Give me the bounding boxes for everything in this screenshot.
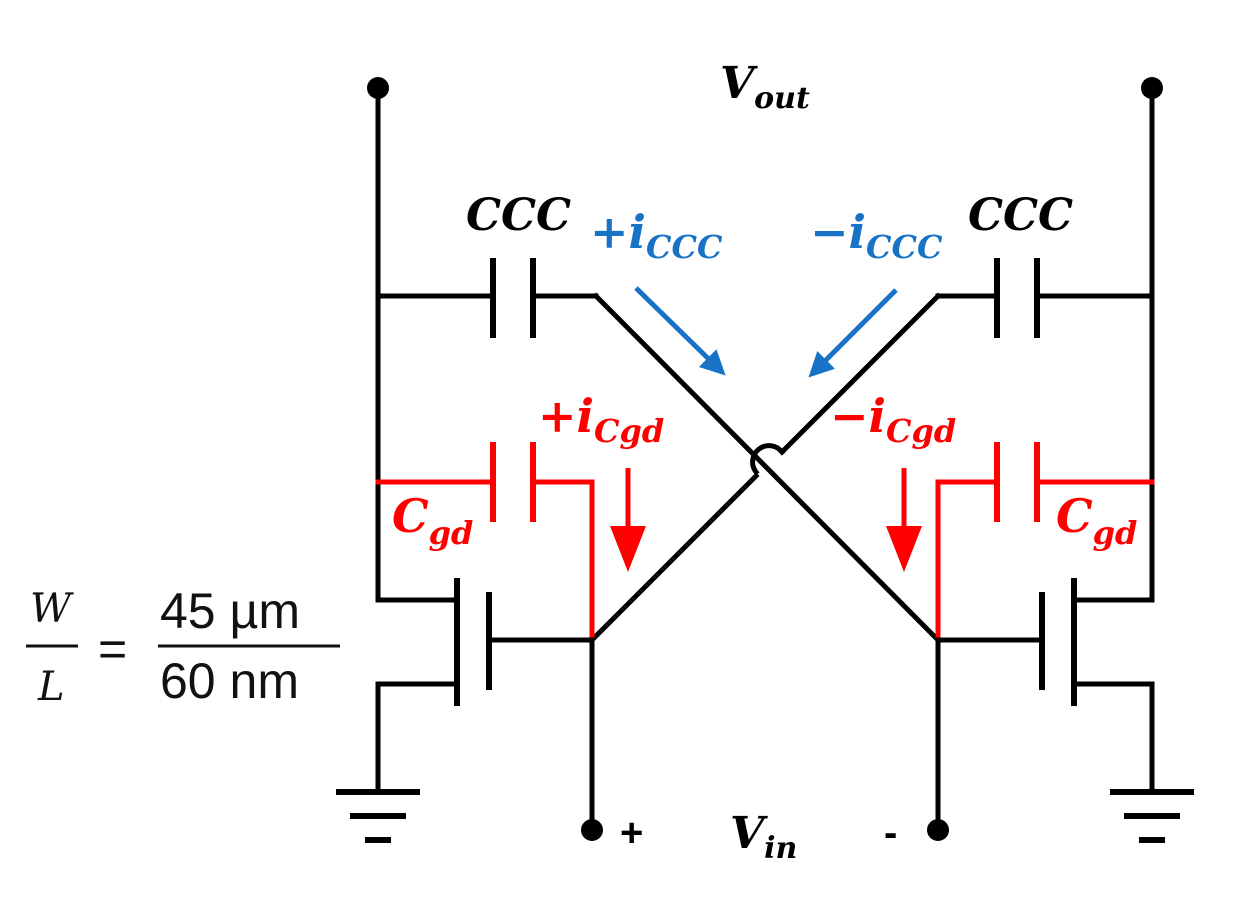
wl-ratio: W L = 45 µm 60 nm <box>26 583 340 710</box>
neg-iccc-arrow-icon <box>808 288 898 378</box>
ratio-l: L <box>37 664 65 710</box>
vin-minus-sign: - <box>884 811 897 855</box>
ccc-current-arrows <box>634 286 898 378</box>
left-transistor <box>375 578 595 793</box>
ratio-numerator: 45 µm <box>160 583 300 639</box>
ratio-equals: = <box>98 621 127 677</box>
pos-icgd-label: +iCgd <box>538 389 664 450</box>
right-transistor <box>935 578 1155 793</box>
input-wires <box>581 637 949 841</box>
ratio-denominator: 60 nm <box>160 653 299 709</box>
left-cgd-label: Cgd <box>392 489 473 552</box>
right-cgd-capacitor <box>935 442 1155 643</box>
neg-icgd-arrow-icon <box>886 468 922 572</box>
right-ground-icon <box>1110 789 1194 843</box>
pos-icgd-arrow-icon <box>610 468 646 572</box>
ratio-w: W <box>30 586 74 632</box>
left-ccc-label: CCC <box>466 190 571 241</box>
right-output-rail <box>1141 77 1163 603</box>
cgd-current-arrows <box>610 468 922 572</box>
vin-plus-sign: + <box>620 811 643 855</box>
vin-plus-terminal <box>581 819 603 841</box>
pos-iccc-arrow-icon <box>634 286 726 376</box>
left-cgd-capacitor <box>375 442 595 643</box>
neg-icgd-label: −iCgd <box>830 389 956 450</box>
vout-label: Vout <box>720 58 810 116</box>
right-output-terminal <box>1141 77 1163 99</box>
cross-coupling-wires <box>588 292 942 644</box>
left-output-rail <box>367 77 389 603</box>
right-ccc-label: CCC <box>968 190 1073 241</box>
right-ccc-capacitor <box>935 258 1155 338</box>
right-cgd-label: Cgd <box>1056 489 1137 552</box>
left-output-terminal <box>367 77 389 99</box>
left-ground-icon <box>336 789 420 843</box>
vin-label: Vin <box>730 808 797 866</box>
left-ccc-capacitor <box>375 258 599 338</box>
pos-iccc-label: +iCCC <box>590 205 723 266</box>
neg-iccc-label: −iCCC <box>810 205 943 266</box>
vin-minus-terminal <box>927 819 949 841</box>
